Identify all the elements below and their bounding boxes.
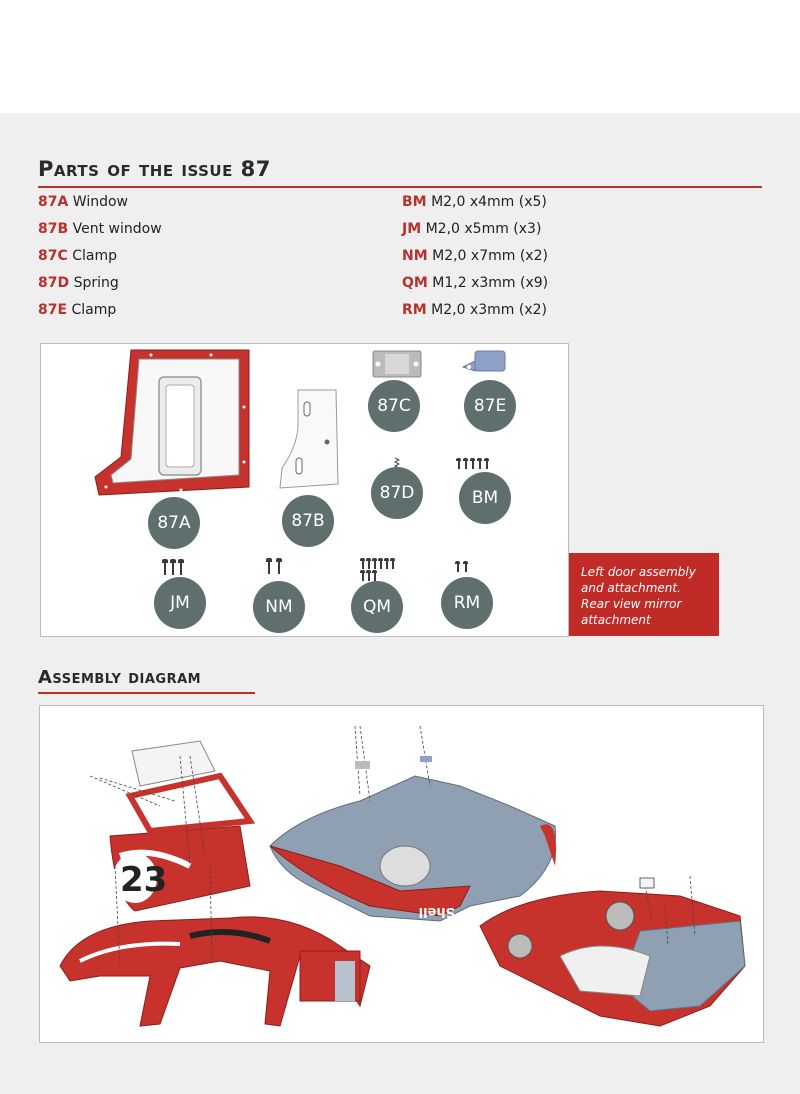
badge-87c: 87C (368, 380, 420, 432)
clamp-87c-image (372, 350, 422, 378)
badge-87b: 87B (282, 495, 334, 547)
screw-label: M2,0 x7mm (x2) (432, 248, 548, 264)
badge-rm: RM (441, 577, 493, 629)
badge-nm: NM (253, 581, 305, 633)
car-number: 23 (120, 860, 167, 900)
assembly-section-title: Assembly diagram (38, 667, 202, 688)
window-frame-image (94, 349, 250, 496)
spring-image (394, 457, 400, 469)
instruction-note: Left door assembly and attachment. Rear … (569, 553, 719, 636)
note-line: Left door assembly (581, 565, 696, 579)
parts-list-left: 87A Window 87B Vent window 87C Clamp 87D… (38, 189, 162, 324)
screw-label: M2,0 x4mm (x5) (431, 194, 547, 210)
screw-label: M1,2 x3mm (x9) (432, 275, 549, 291)
badge-qm: QM (351, 581, 403, 633)
vent-window-image (279, 389, 339, 489)
right-body-assembly (479, 875, 746, 1027)
part-label: Window (72, 194, 128, 210)
clamp-87e-image (461, 350, 506, 372)
part-item-87c: 87C Clamp (38, 243, 162, 270)
screw-code: JM (402, 221, 422, 237)
screw-item-rm: RM M2,0 x3mm (x2) (402, 297, 548, 324)
screw-item-jm: JM M2,0 x5mm (x3) (402, 216, 548, 243)
badge-bm: BM (459, 472, 511, 524)
screw-code: RM (402, 302, 427, 318)
screws-jm (162, 559, 184, 575)
part-item-87d: 87D Spring (38, 270, 162, 297)
badge-87d: 87D (371, 467, 423, 519)
screws-qm (360, 558, 396, 581)
part-code: 87D (38, 275, 70, 291)
note-line: and attachment. (581, 581, 681, 595)
part-item-87b: 87B Vent window (38, 216, 162, 243)
screw-item-qm: QM M1,2 x3mm (x9) (402, 270, 548, 297)
screws-bm (456, 458, 489, 469)
part-label: Clamp (71, 302, 117, 318)
parts-section-title: Parts of the issue 87 (38, 157, 271, 181)
screw-label: M2,0 x3mm (x2) (431, 302, 547, 318)
screws-rm (455, 561, 468, 572)
part-item-87a: 87A Window (38, 189, 162, 216)
screw-item-nm: NM M2,0 x7mm (x2) (402, 243, 548, 270)
note-line: attachment (581, 613, 651, 627)
parts-list-right: BM M2,0 x4mm (x5) JM M2,0 x5mm (x3) NM M… (402, 189, 548, 324)
part-item-87e: 87E Clamp (38, 297, 162, 324)
parts-panel: 87A 87B 87C 87E 87D BM JM NM QM RM (40, 343, 569, 637)
part-code: 87A (38, 194, 69, 210)
note-line: Rear view mirror (581, 597, 682, 611)
part-code: 87C (38, 248, 68, 264)
screw-code: QM (402, 275, 428, 291)
part-code: 87B (38, 221, 69, 237)
parts-title-rule (38, 186, 762, 188)
screw-code: NM (402, 248, 428, 264)
badge-87a: 87A (148, 497, 200, 549)
assembly-diagram-panel: 23 Shell (39, 705, 764, 1043)
sponsor-text: Shell (419, 904, 455, 919)
middle-body-assembly: Shell (269, 725, 557, 922)
part-label: Clamp (72, 248, 117, 264)
screws-nm (266, 558, 282, 580)
part-code: 87E (38, 302, 68, 318)
assembly-title-rule (38, 692, 255, 694)
badge-87e: 87E (464, 380, 516, 432)
left-body-assembly: 23 (59, 740, 371, 1027)
part-label: Vent window (72, 221, 162, 237)
part-label: Spring (73, 275, 119, 291)
assembly-diagram-image: 23 Shell (59, 725, 746, 1027)
screw-item-bm: BM M2,0 x4mm (x5) (402, 189, 548, 216)
badge-jm: JM (154, 577, 206, 629)
screw-label: M2,0 x5mm (x3) (425, 221, 542, 237)
screw-code: BM (402, 194, 427, 210)
